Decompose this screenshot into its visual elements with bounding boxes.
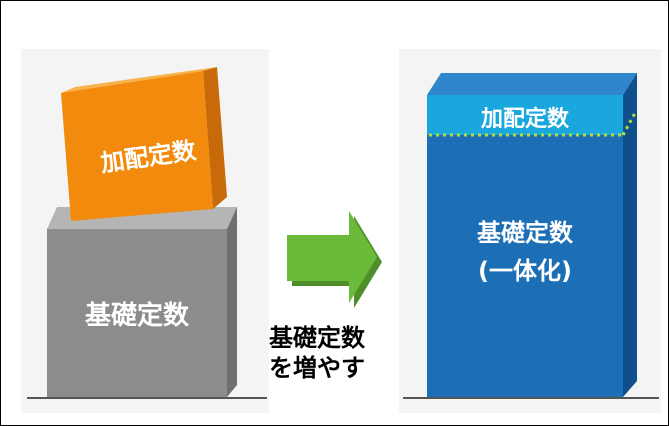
arrow-caption: 基礎定数 を増やす <box>269 323 389 383</box>
left-ground-line <box>27 397 267 399</box>
base-constant-label: 基礎定数 <box>84 301 189 331</box>
additional-constant-band <box>427 95 623 135</box>
increase-arrow-icon <box>287 211 382 308</box>
arrow-caption-line2: を増やす <box>269 354 365 382</box>
arrow-caption-line1: 基礎定数 <box>269 324 365 352</box>
base-constant-block <box>47 207 237 397</box>
unified-note-label: (一体化) <box>478 257 572 285</box>
unified-additional-label: 加配定数 <box>480 107 569 132</box>
unified-base-label: 基礎定数 <box>477 219 573 247</box>
unified-constant-block <box>427 73 637 397</box>
additional-constant-block <box>61 67 227 221</box>
right-ground-line <box>403 397 659 399</box>
